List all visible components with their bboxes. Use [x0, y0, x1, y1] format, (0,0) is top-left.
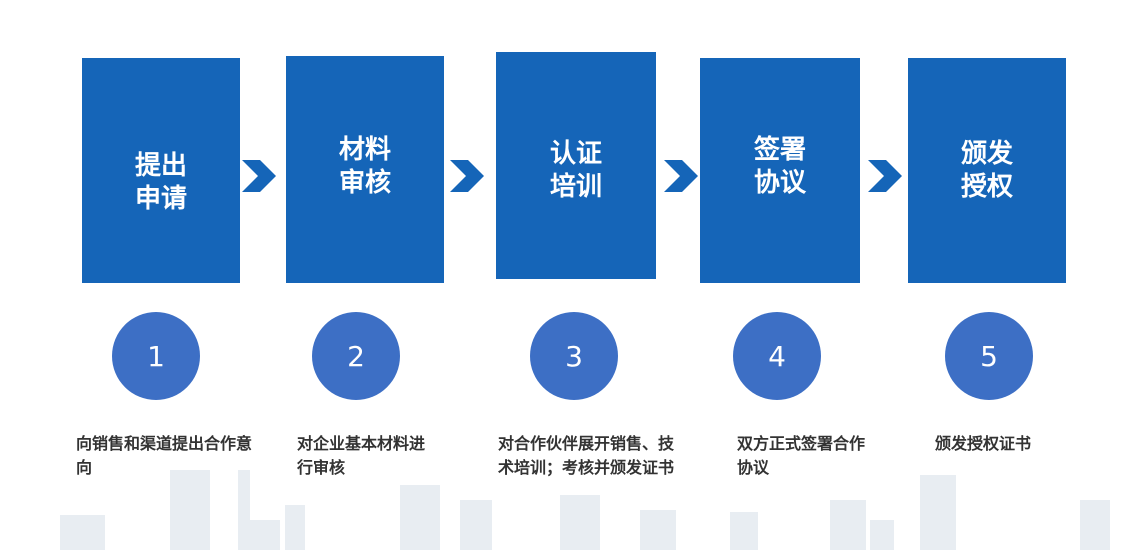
step-number-2: 2	[312, 312, 400, 400]
chevron-right-icon	[450, 160, 484, 192]
step-box-1: 提出申请	[82, 58, 240, 283]
step-title-4: 签署协议	[753, 135, 806, 198]
step-box-2: 材料审核	[286, 56, 444, 283]
step-number-1: 1	[112, 312, 200, 400]
step-number-4: 4	[733, 312, 821, 400]
step-box-3: 认证培训	[496, 52, 656, 279]
step-number-5: 5	[945, 312, 1033, 400]
step-title-2: 材料审核	[338, 135, 391, 198]
step-description-4: 双方正式签署合作协议	[737, 434, 866, 477]
chevron-right-icon	[664, 160, 698, 192]
step-description-1: 向销售和渠道提出合作意向	[76, 434, 253, 477]
step-description-3: 对合作伙伴展开销售、技术培训；考核并颁发证书	[498, 434, 675, 477]
step-title-1: 提出申请	[134, 151, 187, 214]
step-number-3: 3	[530, 312, 618, 400]
step-box-4: 签署协议	[700, 58, 860, 283]
step-box-5: 颁发授权	[908, 58, 1066, 283]
chevron-right-icon	[242, 160, 276, 192]
step-title-3: 认证培训	[549, 139, 602, 202]
step-description-2: 对企业基本材料进行审核	[297, 434, 426, 477]
chevron-right-icon	[868, 160, 902, 192]
step-title-5: 颁发授权	[960, 139, 1013, 202]
step-description-5: 颁发授权证书	[935, 434, 1032, 453]
